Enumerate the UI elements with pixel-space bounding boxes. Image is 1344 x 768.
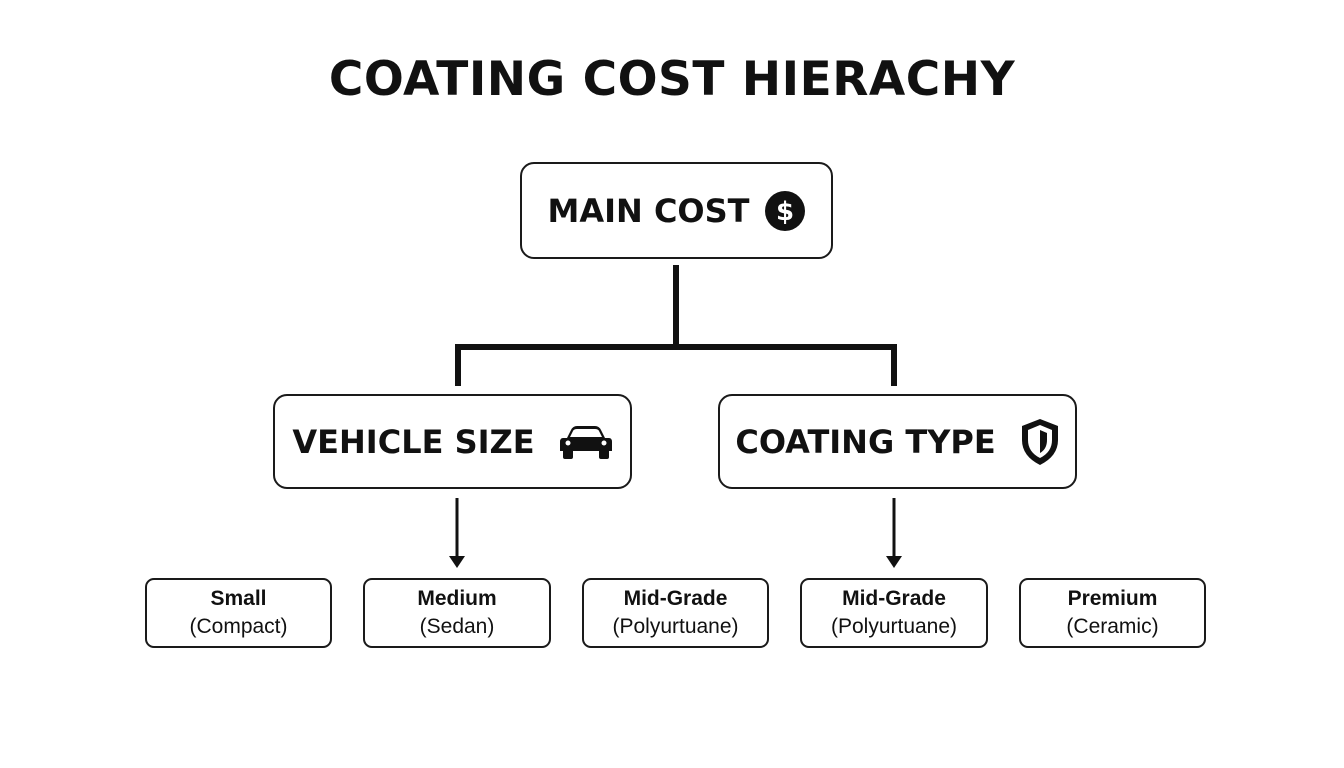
car-icon bbox=[559, 424, 613, 460]
leaf-subtitle: (Ceramic) bbox=[1066, 615, 1159, 638]
coating-type-label: COATING TYPE bbox=[735, 422, 996, 461]
vehicle-size-label: VEHICLE SIZE bbox=[292, 422, 535, 461]
leaf-subtitle: (Polyurtuane) bbox=[830, 615, 958, 638]
leaf-title: Mid-Grade bbox=[842, 587, 946, 610]
leaf-subtitle: (Sedan) bbox=[419, 615, 495, 638]
main-cost-node: MAIN COST $ bbox=[520, 162, 833, 259]
vehicle-size-node: VEHICLE SIZE bbox=[273, 394, 632, 489]
leaf-title: Small bbox=[210, 587, 267, 610]
coating-type-node: COATING TYPE bbox=[718, 394, 1077, 489]
leaf-subtitle: (Polyurtuane) bbox=[612, 615, 739, 638]
leaf-title: Mid-Grade bbox=[623, 587, 728, 610]
shield-icon bbox=[1020, 418, 1060, 466]
svg-text:$: $ bbox=[775, 197, 793, 227]
vehicle-size-arrowhead bbox=[449, 556, 465, 568]
leaf-mid-grade-1: Mid-Grade (Polyurtuane) bbox=[582, 578, 769, 648]
leaf-subtitle: (Compact) bbox=[189, 615, 288, 638]
main-cost-label: MAIN COST bbox=[547, 191, 750, 230]
diagram-title: COATING COST HIERACHY bbox=[328, 52, 1016, 107]
leaf-medium-sedan: Medium (Sedan) bbox=[363, 578, 551, 648]
coating-type-arrowhead bbox=[886, 556, 902, 568]
leaf-mid-grade-2: Mid-Grade (Polyurtuane) bbox=[800, 578, 988, 648]
leaf-premium-ceramic: Premium (Ceramic) bbox=[1019, 578, 1206, 648]
leaf-title: Medium bbox=[417, 587, 497, 610]
dollar-sign-icon: $ bbox=[764, 190, 806, 232]
leaf-title: Premium bbox=[1067, 587, 1158, 610]
leaf-small-compact: Small (Compact) bbox=[145, 578, 332, 648]
branch-bar-line bbox=[455, 344, 897, 386]
